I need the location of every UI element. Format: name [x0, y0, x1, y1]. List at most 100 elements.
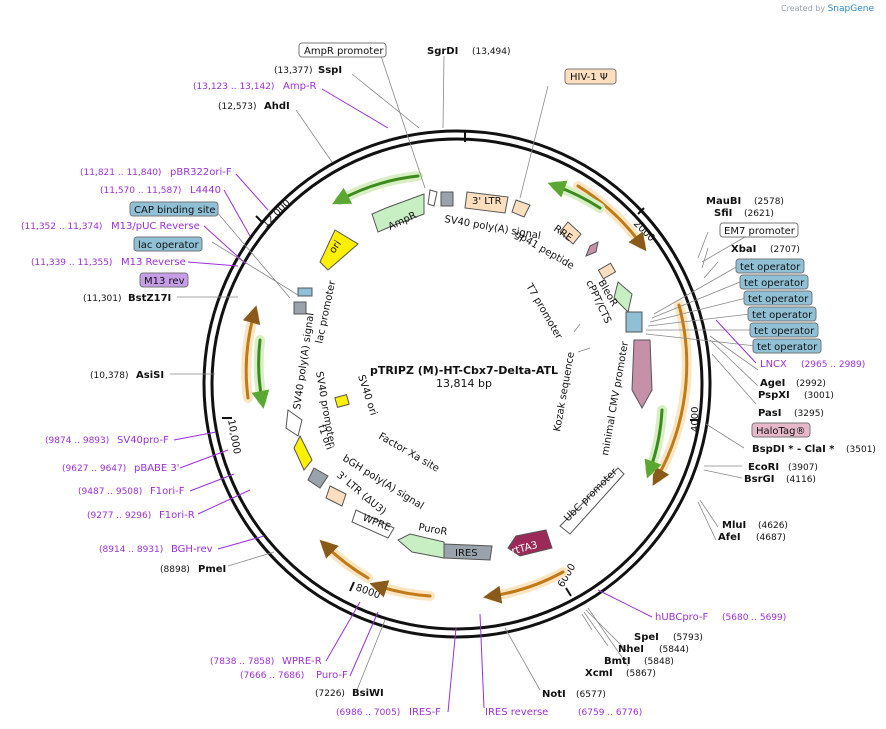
enzyme-name-bsiwi: BsiWI	[352, 688, 384, 699]
enzyme-name-bsrgi: BsrGI	[744, 474, 774, 485]
enzyme-position-xbai: (2707)	[770, 245, 800, 255]
enzyme-name-spei: SpeI	[634, 632, 659, 643]
svg-text:AmpR promoter: AmpR promoter	[304, 46, 384, 57]
sv40ori-box	[334, 394, 350, 408]
ltr3-shape	[464, 191, 509, 214]
primer-name-sv40pro: SV40pro-F	[117, 435, 169, 446]
primer-position-pbr322: (11,821 .. 11,840)	[80, 168, 161, 178]
svg-text:UbC promoter: UbC promoter	[562, 466, 620, 524]
tick-4000: 4000	[690, 407, 701, 432]
enzyme-name-sfii: SfiI	[714, 208, 732, 219]
svg-text:HIV-1 Ψ: HIV-1 Ψ	[570, 72, 608, 83]
svg-text:12,000: 12,000	[260, 198, 293, 231]
tet-operator-1: tet operator	[735, 258, 805, 274]
svg-text:tet operator: tet operator	[744, 278, 805, 289]
enzyme-name-ahdi: AhdI	[264, 101, 290, 112]
primer-position-sv40pro: (9874 .. 9893)	[45, 436, 109, 446]
primer-position-m13r: (11,339 .. 11,355)	[31, 258, 112, 268]
svg-text:tet operator: tet operator	[740, 262, 801, 273]
gray-small-mid	[597, 262, 617, 280]
svg-text:SV40 poly(A) signal: SV40 poly(A) signal	[292, 312, 316, 410]
enzyme-position-ahdi: (12,573)	[218, 102, 257, 112]
enzyme-labels: (13,494)SgrDI(13,377)SspI(12,573)AhdI(11…	[83, 46, 876, 700]
svg-text:minimal CMV promoter: minimal CMV promoter	[600, 340, 631, 457]
puror-arrow	[397, 533, 445, 559]
primer-name-pbabe: pBABE 3'	[134, 463, 180, 474]
primer-name-f1orir: F1ori-R	[159, 510, 195, 521]
snapgene-credit: Created by SnapGene	[781, 4, 874, 14]
tet-operator-3: tet operator	[743, 290, 813, 306]
lac-box-1	[293, 301, 307, 315]
primer-name-m13r: M13 Reverse	[121, 257, 186, 268]
lac-box-2	[297, 287, 313, 297]
hiv1-box: HIV-1 Ψ	[564, 68, 617, 85]
enzyme-name-asisi: AsiSI	[136, 370, 164, 381]
sv40prom-arrow	[285, 409, 303, 437]
primer-position-iresf: (6986 .. 7005)	[336, 708, 400, 718]
mcmv-arrow	[631, 339, 653, 410]
enzyme-position-ecori: (3907)	[788, 463, 818, 473]
enzyme-position-bmti: (5848)	[644, 657, 674, 667]
ubc-arrow	[559, 467, 625, 535]
svg-text:Factor Xa site: Factor Xa site	[377, 431, 441, 475]
primer-labels: (13,123 .. 13,142)Amp-R(11,821 .. 11,840…	[21, 81, 865, 718]
f1ori-arrow	[293, 434, 313, 471]
gp41-shape	[585, 241, 599, 257]
primer-position-m13rev: (11,352 .. 11,374)	[21, 222, 102, 232]
svg-text:SV40 ori: SV40 ori	[355, 374, 378, 417]
primer-position-ampr: (13,123 .. 13,142)	[193, 82, 274, 92]
enzyme-position-maubi: (2578)	[754, 197, 784, 207]
ampr-promoter-box: AmpR promoter	[298, 42, 387, 58]
primer-name-wprer: WPRE-R	[282, 656, 322, 667]
svg-text:EM7 promoter: EM7 promoter	[724, 226, 796, 237]
ltr3-small	[511, 199, 531, 218]
primer-position-wprer: (7838 .. 7858)	[210, 657, 274, 667]
enzyme-name-bstz17i: BstZ17I	[128, 293, 171, 304]
primer-lines	[173, 88, 757, 713]
primer-name-iresf: IRES-F	[409, 707, 441, 718]
backbone-inner	[210, 137, 704, 631]
enzyme-name-maubi: MauBI	[706, 196, 741, 207]
enzyme-position-bsrgi: (4116)	[786, 475, 816, 485]
enzyme-position-pmei: (8898)	[160, 565, 190, 575]
tet-operator-2: tet operator	[739, 274, 809, 290]
primer-position-f1orif: (9487 .. 9508)	[78, 487, 142, 497]
enzyme-position-sgrdi: (13,494)	[472, 47, 511, 57]
primer-name-f1orif: F1ori-F	[150, 486, 185, 497]
enzyme-position-spei: (5793)	[673, 633, 703, 643]
svg-text:M13 rev: M13 rev	[144, 276, 185, 287]
enzyme-position-nhei: (5844)	[659, 645, 689, 655]
halotag-box: HaloTag®	[751, 422, 811, 438]
enzyme-position-sfii: (2621)	[744, 209, 774, 219]
tet-operator-6: tet operator	[752, 338, 822, 354]
enzyme-position-bspdi: (3501)	[846, 445, 876, 455]
enzyme-name-pasi: PasI	[758, 408, 781, 419]
ltr3du3-shape	[325, 485, 347, 507]
svg-text:IRES: IRES	[455, 548, 478, 559]
primer-name-l4440: L4440	[190, 185, 221, 196]
ampr-promoter-shape	[427, 189, 438, 207]
enzyme-position-asisi: (10,378)	[90, 371, 129, 381]
bgh-shape	[307, 467, 329, 489]
enzyme-name-ecori: EcoRI	[748, 462, 779, 473]
tet-operator-4: tet operator	[747, 306, 817, 322]
svg-text:10,000: 10,000	[225, 419, 242, 455]
primer-name-pbr322: pBR322ori-F	[170, 167, 232, 178]
primer-name-hubcpro: hUBCpro-F	[655, 612, 708, 623]
primer-name-bghrev: BGH-rev	[171, 544, 213, 555]
enzyme-position-bsiwi: (7226)	[315, 689, 345, 699]
enzyme-name-pmei: PmeI	[198, 564, 226, 575]
enzyme-position-afei: (4687)	[756, 533, 786, 543]
ori-arrow	[319, 229, 359, 271]
rre-shape	[559, 221, 582, 245]
enzyme-name-xbai: XbaI	[731, 244, 756, 255]
feature-shapes	[285, 189, 653, 561]
svg-text:CAP binding site: CAP binding site	[134, 205, 216, 216]
primer-name-m13rev: M13/pUC Reverse	[111, 221, 200, 232]
svg-text:3' LTR: 3' LTR	[472, 196, 502, 207]
em7-box: EM7 promoter	[719, 222, 799, 238]
enzyme-position-agei: (2992)	[796, 379, 826, 389]
enzyme-name-nhei: NheI	[618, 644, 644, 655]
rta3-arrow	[507, 529, 553, 557]
primer-position-iresrev: (6759 .. 6776)	[578, 708, 642, 718]
